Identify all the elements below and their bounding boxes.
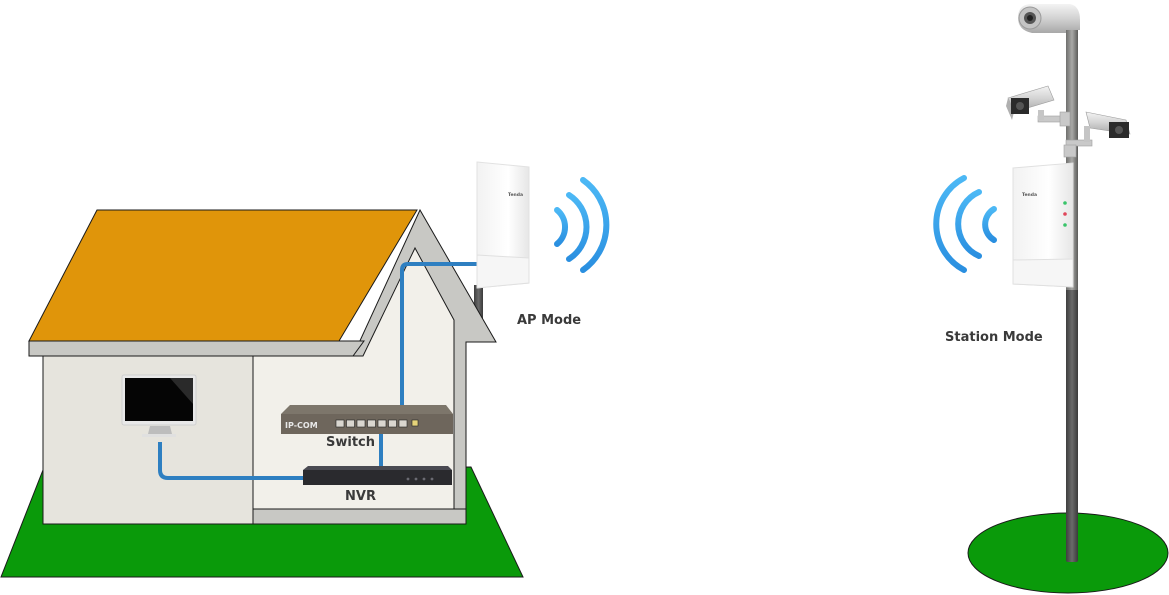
station-wifi-signal-icon (933, 175, 997, 273)
network-switch: IP-COM (281, 405, 453, 434)
camera-bracket (1037, 111, 1093, 158)
switch-port (398, 419, 408, 428)
nvr-leds (406, 477, 434, 481)
house-scene: IP-COM Tenda (0, 161, 610, 578)
ap-mount-pole (474, 285, 483, 330)
pole-scene: Tenda (933, 4, 1169, 594)
right-camera (1084, 111, 1131, 142)
switch-port (388, 419, 397, 428)
roof-eave (28, 340, 365, 357)
nvr-recorder (303, 466, 452, 485)
switch-port (335, 419, 345, 428)
monitor (121, 374, 197, 437)
station-status-leds (1063, 201, 1067, 227)
nvr-led (422, 477, 426, 481)
switch-port (367, 419, 376, 428)
cable-switch-to-ap (400, 262, 478, 425)
ap-device: Tenda (476, 161, 530, 289)
ap-brand-logo: Tenda (508, 192, 523, 198)
switch-label: Switch (326, 435, 376, 450)
nvr-led (414, 477, 418, 481)
station-led (1063, 201, 1067, 205)
station-mode-label: Station Mode (945, 330, 1043, 345)
roof (28, 209, 418, 342)
station-device: Tenda (1012, 162, 1074, 288)
switch-port (346, 419, 355, 428)
left-camera (1006, 85, 1055, 120)
switch-brand-logo: IP-COM (285, 421, 318, 430)
ap-mode-label: AP Mode (517, 313, 582, 328)
nvr-label: NVR (345, 489, 376, 504)
house-floor (252, 508, 467, 525)
ap-wifi-signal-icon (554, 177, 610, 273)
switch-port (356, 419, 366, 428)
station-brand-logo: Tenda (1022, 192, 1037, 198)
top-camera (1018, 4, 1080, 33)
switch-port (377, 419, 387, 428)
station-led (1063, 212, 1067, 216)
nvr-led (430, 477, 434, 481)
switch-ports (335, 419, 408, 428)
switch-power-led (411, 419, 419, 427)
cable-monitor-to-nvr (158, 442, 305, 480)
nvr-led (406, 477, 410, 481)
station-led (1063, 223, 1067, 227)
pole-lower (1066, 280, 1078, 562)
